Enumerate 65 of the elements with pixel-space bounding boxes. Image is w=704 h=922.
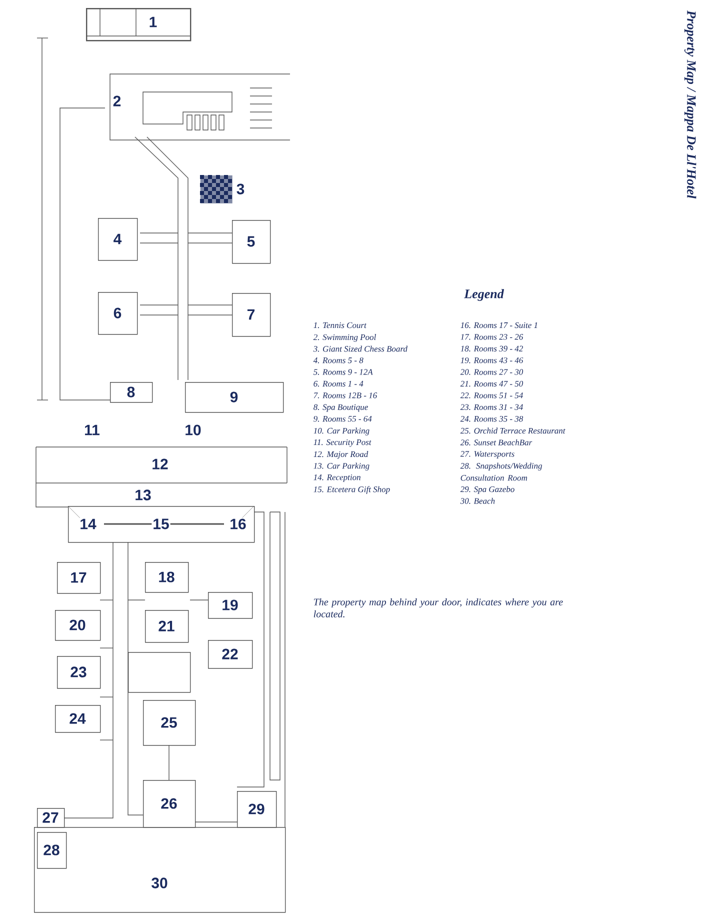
pool-area-drawing xyxy=(110,74,290,140)
legend-entry: 13. Car Parking xyxy=(314,462,370,470)
map-number: 3 xyxy=(236,184,244,194)
legend-entry: 26. Sunset BeachBar xyxy=(460,439,532,446)
building-box: 22 xyxy=(208,640,253,669)
building-box: 18 xyxy=(145,562,189,593)
building-box: 23 xyxy=(57,656,101,689)
building-box: 19 xyxy=(208,592,253,619)
building-box: 5 xyxy=(232,220,271,264)
map-number: 15 xyxy=(152,518,170,530)
legend-entry: 29. Spa Gazebo xyxy=(460,486,514,494)
map-number: 12 xyxy=(152,458,168,470)
building-box: 27 xyxy=(37,808,65,828)
legend-entry: 16. Rooms 17 - Suite 1 xyxy=(460,322,538,328)
map-number: 14 xyxy=(78,518,98,530)
legend-entry: 7. Rooms 12B - 16 xyxy=(314,392,378,398)
legend-entry: 4. Rooms 5 - 8 xyxy=(313,357,364,364)
legend-entry: 6. Rooms 1 - 4 xyxy=(314,380,364,387)
legend-heading: Legend xyxy=(464,289,504,301)
map-number: 11 xyxy=(85,424,100,436)
legend-entry: 12. Major Road xyxy=(314,451,368,459)
legend-entry: 18. Rooms 39 - 42 xyxy=(460,346,523,352)
building-box: 21 xyxy=(145,610,189,643)
legend-entry: 3. Giant Sized Chess Board xyxy=(313,346,408,352)
legend-entry: 21. Rooms 47 - 50 xyxy=(460,380,524,387)
map-number: 10 xyxy=(186,424,201,436)
legend-entry: 15. Etcetera Gift Shop xyxy=(314,486,390,494)
legend-entry: 22. Rooms 51 - 54 xyxy=(460,392,523,398)
building-box: 9 xyxy=(185,382,284,413)
building-box: 29 xyxy=(237,791,277,828)
legend-entry: 10. Car Parking xyxy=(314,428,370,436)
legend-entry: 24. Rooms 35 - 38 xyxy=(460,416,524,422)
building-box: 28 xyxy=(37,832,67,869)
legend-entry: 20. Rooms 27 - 30 xyxy=(460,369,524,375)
map-number: 16 xyxy=(228,518,248,530)
tennis-court-drawing: 1 xyxy=(86,8,192,42)
building-box: 7 xyxy=(232,293,271,337)
building-box: 6 xyxy=(98,292,138,335)
note-text: The property map behind your door, indicates where you are located. xyxy=(314,598,563,618)
legend-entry: 14. Reception xyxy=(314,474,360,482)
building-box: 26 xyxy=(143,780,196,828)
legend-entry: 9. Rooms 55 - 64 xyxy=(314,416,372,422)
empty-building-box xyxy=(128,652,191,693)
legend-entry: 30. Beach xyxy=(460,498,495,504)
building-box: 4 xyxy=(98,218,138,261)
building-box: 25 xyxy=(143,700,196,746)
legend-entry: 11. Security Post xyxy=(314,439,372,447)
building-box: 17 xyxy=(57,562,101,594)
legend-entry: 17. Rooms 23 - 26 xyxy=(460,334,524,340)
title: Property Map / Mappa De Ll'Hotel xyxy=(684,10,696,198)
legend-entry: 25. Orchid Terrace Restaurant xyxy=(460,428,566,434)
building-box: 8 xyxy=(110,382,153,403)
legend-entry: 28. Snapshots/Wedding Consultation Room xyxy=(460,462,542,481)
map-number: 2 xyxy=(112,94,122,108)
chessboard-drawing xyxy=(200,175,232,204)
reception-building xyxy=(68,506,255,543)
legend-entry: 19. Rooms 43 - 46 xyxy=(460,357,524,364)
building-box: 24 xyxy=(55,705,101,733)
building-box: 20 xyxy=(55,610,101,641)
legend-entry: 27. Watersports xyxy=(460,451,514,458)
legend-entry: 2. Swimming Pool xyxy=(313,334,376,342)
legend-entry: 1. Tennis Court xyxy=(314,322,367,328)
legend-entry: 8. Spa Boutique xyxy=(314,404,368,412)
legend-entry: 5. Rooms 9 - 12A xyxy=(313,369,373,375)
legend-entry: 23. Rooms 31 - 34 xyxy=(460,404,523,410)
